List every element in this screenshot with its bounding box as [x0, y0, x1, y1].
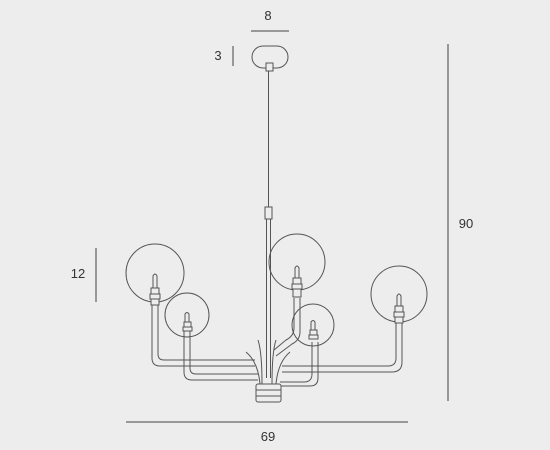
dim-globe-height-label: 12	[71, 266, 85, 281]
arm-center	[273, 298, 301, 357]
dim-total-width-label: 69	[261, 429, 275, 444]
dim-canopy-width: 8	[251, 8, 289, 32]
arm-right	[280, 342, 319, 387]
globe-center	[268, 233, 326, 298]
globe-far-left	[125, 243, 185, 306]
dim-total-height: 90	[447, 44, 473, 401]
arm-curves	[245, 339, 291, 385]
dim-total-width: 69	[126, 421, 408, 444]
dim-canopy-width-label: 8	[264, 8, 271, 23]
globe-right	[291, 303, 335, 347]
bottom-hub	[255, 383, 282, 403]
arm-far-left	[151, 300, 255, 367]
dim-globe-height: 12	[71, 248, 97, 302]
canopy	[251, 45, 289, 72]
arm-left	[183, 330, 258, 381]
dim-canopy-height: 3	[214, 46, 234, 66]
dim-canopy-height-label: 3	[214, 48, 221, 63]
arm-far-right	[282, 322, 403, 373]
suspension-rod	[264, 71, 273, 378]
dim-total-height-label: 90	[459, 216, 473, 231]
globe-far-right	[370, 265, 428, 324]
chandelier	[125, 45, 428, 403]
globe-left	[164, 292, 210, 338]
